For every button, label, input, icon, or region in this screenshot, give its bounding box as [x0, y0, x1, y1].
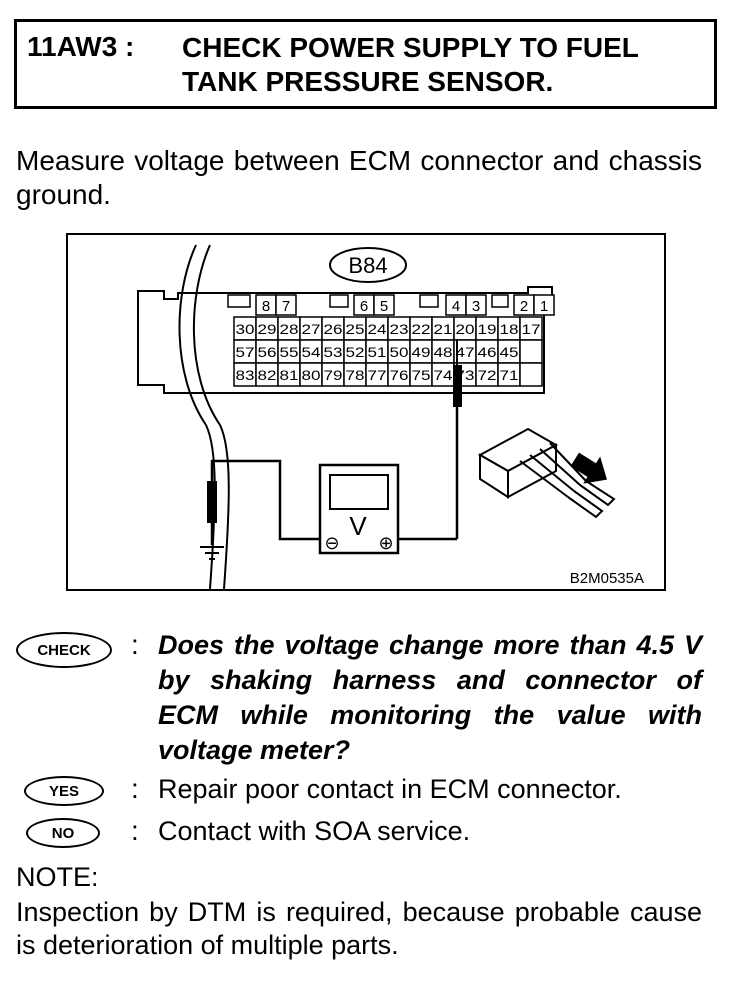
top-pin-row: 8 7 6 5 4 3 2 1 — [227, 294, 555, 316]
step-title: CHECK POWER SUPPLY TO FUEL TANK PRESSURE… — [182, 31, 639, 99]
pin-number: 49 — [412, 344, 431, 360]
pin-label: 5 — [380, 298, 388, 315]
note-label: NOTE: — [16, 862, 99, 892]
pin-number: 79 — [324, 367, 343, 383]
pin-number: 21 — [434, 321, 453, 337]
check-row: CHECK : Does the voltage change more tha… — [16, 628, 706, 768]
pin-number: 24 — [368, 321, 387, 337]
no-row: NO : Contact with SOA service. — [16, 814, 706, 850]
pin-cell — [519, 362, 543, 387]
yes-badge: YES — [24, 776, 104, 806]
pin-number: 77 — [368, 367, 387, 383]
pin-label: 2 — [520, 298, 528, 315]
step-title-line-1: CHECK POWER SUPPLY TO FUEL — [182, 32, 639, 63]
pin-number: 57 — [236, 344, 255, 360]
no-text: Contact with SOA service. — [158, 816, 471, 846]
yes-text: Repair poor contact in ECM connector. — [158, 774, 622, 804]
pin-number: 56 — [258, 344, 277, 360]
pin-number: 30 — [236, 321, 255, 337]
pin-number: 52 — [346, 344, 365, 360]
instruction-text: Measure voltage between ECM connector an… — [16, 145, 702, 210]
pin-number: 28 — [280, 321, 299, 337]
pin-number: 18 — [500, 321, 519, 337]
pin-number: 26 — [324, 321, 343, 337]
pin-number: 47 — [456, 344, 475, 360]
voltmeter: V ⊖ ⊕ — [318, 463, 400, 555]
meter-plus: ⊕ — [378, 533, 393, 554]
pin-number: 74 — [434, 367, 453, 383]
note-text: Inspection by DTM is required, because p… — [16, 897, 702, 960]
pin-number: 71 — [500, 367, 519, 383]
pin-number: 75 — [412, 367, 431, 383]
pin-label: 3 — [472, 298, 480, 315]
pin-number: 78 — [346, 367, 365, 383]
step-header: 11AW3 : CHECK POWER SUPPLY TO FUEL TANK … — [14, 19, 717, 109]
pin-label: 6 — [360, 298, 368, 315]
pin-number: 53 — [324, 344, 343, 360]
pin-number: 51 — [368, 344, 387, 360]
pin-number: 17 — [522, 321, 541, 337]
pin-number: 20 — [456, 321, 475, 337]
pin-number: 76 — [390, 367, 409, 383]
yes-colon: : — [131, 773, 139, 804]
meter-minus: ⊖ — [324, 533, 339, 554]
pin-number: 83 — [236, 367, 255, 383]
pin-label: 7 — [282, 298, 290, 315]
pin-number: 29 — [258, 321, 277, 337]
probe-positive — [453, 365, 462, 407]
step-title-line-2: TANK PRESSURE SENSOR. — [182, 66, 554, 97]
pin-number: 22 — [412, 321, 431, 337]
back-probe-connector — [477, 427, 616, 519]
check-question: Does the voltage change more than 4.5 V … — [158, 630, 702, 765]
pin-number: 81 — [280, 367, 299, 383]
pin-label: 1 — [540, 298, 548, 315]
pin-number: 19 — [478, 321, 497, 337]
pin-number: 55 — [280, 344, 299, 360]
figure-id: B2M0535A — [570, 570, 644, 587]
pin-label: 4 — [452, 298, 460, 315]
pin-number: 48 — [434, 344, 453, 360]
connector-label: B84 — [348, 253, 387, 278]
pin-number: 82 — [258, 367, 277, 383]
pin-number: 27 — [302, 321, 321, 337]
pin-number: 72 — [478, 367, 497, 383]
probe-negative — [207, 481, 217, 523]
check-badge: CHECK — [16, 632, 112, 668]
pin-number: 25 — [346, 321, 365, 337]
pin-number: 46 — [478, 344, 497, 360]
pin-number: 80 — [302, 367, 321, 383]
no-colon: : — [131, 815, 139, 846]
step-code: 11AW3 : — [27, 31, 135, 62]
pin-label: 8 — [262, 298, 270, 315]
pin-number: 23 — [390, 321, 409, 337]
pin-number: 54 — [302, 344, 321, 360]
no-badge: NO — [26, 818, 100, 848]
yes-row: YES : Repair poor contact in ECM connect… — [16, 772, 706, 808]
pin-number: 50 — [390, 344, 409, 360]
meter-letter: V — [349, 511, 367, 541]
check-colon: : — [131, 629, 139, 660]
ground-symbol — [200, 546, 224, 560]
connector-oval — [329, 247, 407, 283]
pin-number: 45 — [500, 344, 519, 360]
pin-cell — [519, 339, 543, 364]
